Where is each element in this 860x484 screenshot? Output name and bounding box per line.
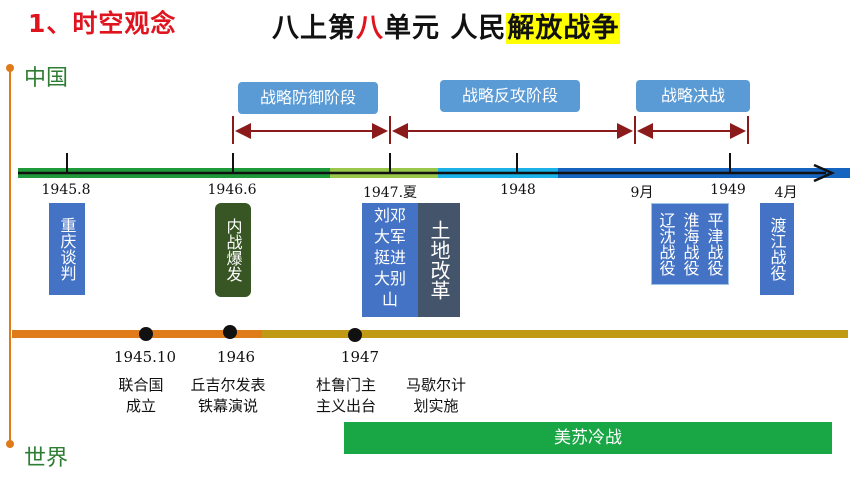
main-title-part2: 单元 人民 — [384, 13, 507, 44]
dabie-line-4: 大别 — [373, 269, 406, 288]
vertical-axis-line — [9, 67, 11, 445]
phase-arrows — [232, 116, 749, 144]
section-title: 1、时空观念 — [28, 9, 177, 38]
world-timeline-orange — [12, 330, 262, 338]
world-timeline-gold — [262, 330, 848, 338]
dabie-line-3: 挺进 — [373, 248, 406, 267]
dabie-line-2: 大军 — [373, 227, 406, 246]
event-liaoshen-campaign: 辽沈战役 — [656, 212, 676, 276]
event-three-campaigns: 辽沈战役 淮海战役 平津战役 — [651, 203, 729, 285]
double-headed-arrow-icon — [232, 116, 749, 144]
tick-1948 — [516, 153, 518, 173]
world-dot-1947 — [348, 328, 362, 342]
date-1946-6: 1946.6 — [207, 182, 257, 198]
main-title-part1: 八上第 — [272, 13, 356, 44]
world-dot-1946 — [223, 325, 237, 339]
event-liu-deng-dabie: 刘邓 大军 挺进 大别 山 — [362, 203, 418, 317]
world-event-un-founded: 联合国 成立 — [118, 376, 164, 415]
world-event-truman-doctrine: 杜鲁门主 主义出台 — [315, 376, 376, 415]
world-event-iron-curtain-speech: 丘吉尔发表 铁幕演说 — [190, 376, 266, 415]
event-land-reform: 土地改革 — [418, 203, 460, 317]
date-september: 9月 — [630, 185, 654, 201]
vertical-axis-top-dot — [6, 64, 14, 72]
tick-1949 — [729, 153, 731, 173]
world-dot-1945-10 — [139, 327, 153, 341]
china-label: 中国 — [24, 66, 69, 91]
vertical-axis-bottom-dot — [6, 440, 14, 448]
date-april: 4月 — [774, 185, 798, 201]
event-chongqing-negotiation: 重庆谈判 — [49, 203, 85, 295]
date-1949: 1949 — [710, 182, 746, 198]
tick-1945-8 — [66, 153, 68, 173]
tick-1947-summer — [389, 153, 391, 173]
main-title-red-char: 八 — [356, 13, 384, 44]
event-pingjin-campaign: 平津战役 — [704, 212, 724, 276]
main-title: 八上第八单元 人民解放战争 — [272, 6, 621, 45]
world-date-1945-10: 1945.10 — [113, 348, 177, 366]
event-river-crossing-campaign: 渡江战役 — [760, 203, 794, 295]
world-date-1947: 1947 — [340, 348, 380, 366]
world-event-cold-war: 美苏冷战 — [344, 422, 832, 454]
world-label: 世界 — [24, 446, 69, 471]
date-1945-8: 1945.8 — [41, 182, 91, 198]
dabie-line-5: 山 — [381, 290, 398, 309]
world-event-marshall-plan: 马歇尔计 划实施 — [405, 376, 466, 415]
phase-defense: 战略防御阶段 — [238, 82, 378, 114]
world-date-1946: 1946 — [216, 348, 256, 366]
event-civil-war-outbreak: 内战爆发 — [215, 203, 251, 297]
dabie-line-1: 刘邓 — [373, 206, 406, 225]
event-huaihai-campaign: 淮海战役 — [680, 212, 700, 276]
phase-counteroffensive: 战略反攻阶段 — [440, 80, 580, 112]
tick-1946-6 — [232, 153, 234, 173]
main-title-highlight: 解放战争 — [506, 13, 621, 44]
date-1948: 1948 — [500, 182, 536, 198]
timeline-arrow-icon — [18, 163, 836, 183]
phase-decisive: 战略决战 — [636, 80, 750, 112]
date-1947-summer: 1947.夏 — [362, 185, 418, 201]
